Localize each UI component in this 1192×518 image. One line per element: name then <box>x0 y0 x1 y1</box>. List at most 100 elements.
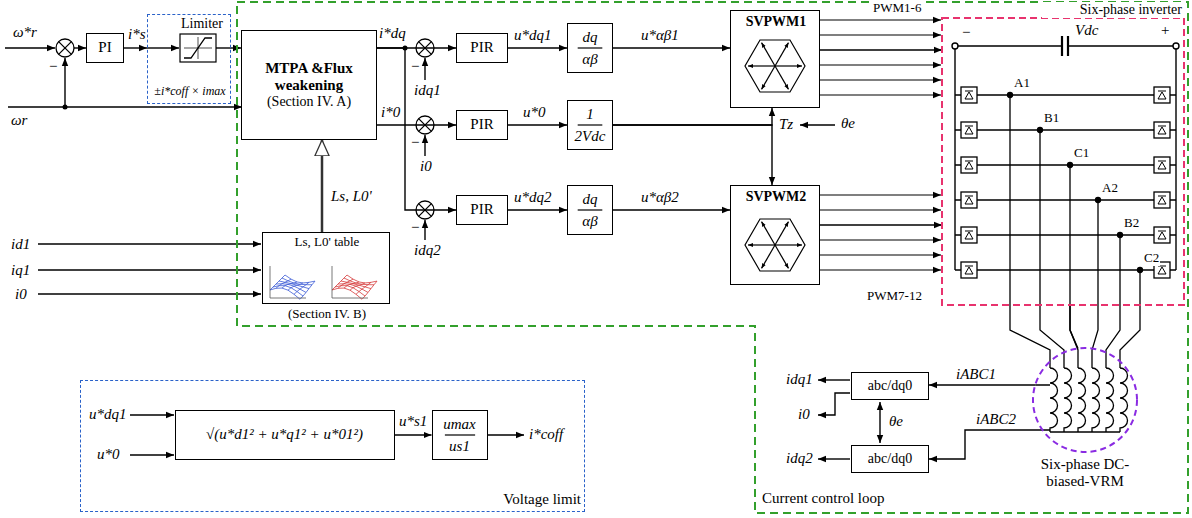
inductance-table: Ls, L0' table(Section IV. B) <box>262 232 390 304</box>
edge-label: u*dq1 <box>513 27 553 43</box>
signal-wire <box>818 379 850 380</box>
inverter-leg <box>955 129 1176 130</box>
summing-junction <box>56 39 74 57</box>
signal-arrow <box>820 49 942 50</box>
inductance-surface-plot <box>335 286 365 296</box>
inverter-leg <box>1154 192 1170 208</box>
stator-winding <box>1050 368 1128 432</box>
signal-label: i0 <box>797 406 811 422</box>
limiter-box: Limiter±i*coff × imax <box>147 14 231 104</box>
inverter-leg <box>1040 130 1064 368</box>
inductance-surface-plot <box>362 281 377 299</box>
inverter-leg <box>1154 227 1170 243</box>
inverter-leg <box>955 164 1176 165</box>
signal-arrow <box>395 434 432 435</box>
edge-label: u*0 <box>522 104 547 120</box>
signal-arrow <box>377 48 456 210</box>
inverter-leg <box>965 91 973 99</box>
inverter-leg <box>1158 196 1166 204</box>
signal-wire <box>818 393 850 415</box>
signal-label: u*0 <box>96 446 121 462</box>
signal-label: i0 <box>14 286 28 302</box>
edge-label: u*αβ2 <box>640 189 680 205</box>
node-text: Voltage limit <box>486 491 581 508</box>
pwm-signal-line <box>820 194 941 195</box>
inverter-leg <box>965 231 973 239</box>
signal-label: i*dq <box>378 25 407 41</box>
pwm-signal-line <box>820 269 941 270</box>
signal-arrow <box>613 47 730 48</box>
pwm-signal-line <box>820 239 941 240</box>
node-text: Limiter <box>174 16 230 32</box>
pwm-signal-line <box>820 19 941 20</box>
signal-arrow <box>508 47 567 48</box>
signal-wire <box>488 434 524 435</box>
svpwm-hexagon <box>748 65 775 66</box>
signal-wire <box>1035 385 1050 430</box>
edge-label: Ls, L0' <box>330 188 373 204</box>
voltage-limit-box: Voltage limit √(u*d1² + u*q1² + u*01²) uma… <box>80 380 585 512</box>
svpwm-hexagon <box>748 244 775 245</box>
stator-winding <box>1064 368 1072 432</box>
inverter-leg <box>965 161 973 169</box>
inverter-leg <box>961 262 977 278</box>
stator-winding <box>1050 368 1058 432</box>
signal-label: i*s <box>127 26 147 42</box>
signal-wire <box>8 106 242 107</box>
signal-label: idq2 <box>413 242 442 258</box>
node-text: (Section IV. A) <box>267 94 351 110</box>
signal-wire <box>5 48 1050 459</box>
pir-controller: PIR <box>456 195 508 225</box>
signal-label: idq1 <box>413 82 442 98</box>
stator-winding <box>1078 368 1086 432</box>
edge-label: iABC1 <box>955 366 997 382</box>
node-text: abc/dq0 <box>868 451 912 467</box>
signal-label: i0 <box>419 158 433 174</box>
pir-controller: PIR <box>456 110 508 140</box>
svpwm-hexagon <box>762 66 776 89</box>
inductance-surface-plot <box>344 278 374 285</box>
dc-link <box>952 43 958 49</box>
edge-label: u*s1 <box>398 413 428 429</box>
inverter-leg <box>1158 161 1166 169</box>
signal-wire <box>130 454 174 455</box>
svpwm-hexagon <box>775 245 789 268</box>
inverter-leg <box>955 87 1176 368</box>
signal-label: − <box>48 58 58 74</box>
signal-wire <box>64 58 65 107</box>
signal-label: − <box>410 219 420 235</box>
inductance-surface-plot <box>270 266 306 298</box>
signal-wire <box>879 402 880 443</box>
svpwm-hexagon <box>775 222 789 245</box>
signal-arrow <box>613 108 772 125</box>
inductance-surface-plot <box>285 275 315 283</box>
node-text: √(u*d1² + u*q1² + u*01²) <box>206 426 363 443</box>
svpwm-hexagon <box>745 40 805 92</box>
signal-label: C1 <box>1073 145 1090 161</box>
signal-label: id1 <box>10 236 31 252</box>
stator-winding <box>1050 431 1120 432</box>
signal-wire <box>818 458 850 459</box>
signal-label: Vdc <box>1074 22 1099 38</box>
signal-arrow <box>508 124 567 125</box>
node-text: Ls, L0' table <box>263 235 391 250</box>
node-text: PI <box>98 39 111 56</box>
transform-block: abc/dq0 <box>851 372 929 400</box>
inverter-leg <box>961 87 977 103</box>
inverter-leg <box>1070 165 1078 368</box>
signal-wire <box>38 243 261 244</box>
inverter-leg <box>961 192 977 208</box>
node-text: umax us1 <box>440 413 480 457</box>
fraction-bar <box>444 434 474 435</box>
signal-arrow <box>613 209 730 210</box>
node-text: dq αβ <box>577 26 603 70</box>
signal-label: i*0 <box>380 104 401 120</box>
summing-junction <box>59 42 72 55</box>
signal-label: iq1 <box>10 262 31 278</box>
node-text: SVPWM1 <box>731 14 821 30</box>
edge-label: u*αβ1 <box>640 27 680 43</box>
inverter-leg <box>1120 270 1140 368</box>
inverter-leg <box>1154 122 1170 138</box>
signal-arrow <box>820 224 942 225</box>
pwm-signal-line <box>820 20 941 270</box>
